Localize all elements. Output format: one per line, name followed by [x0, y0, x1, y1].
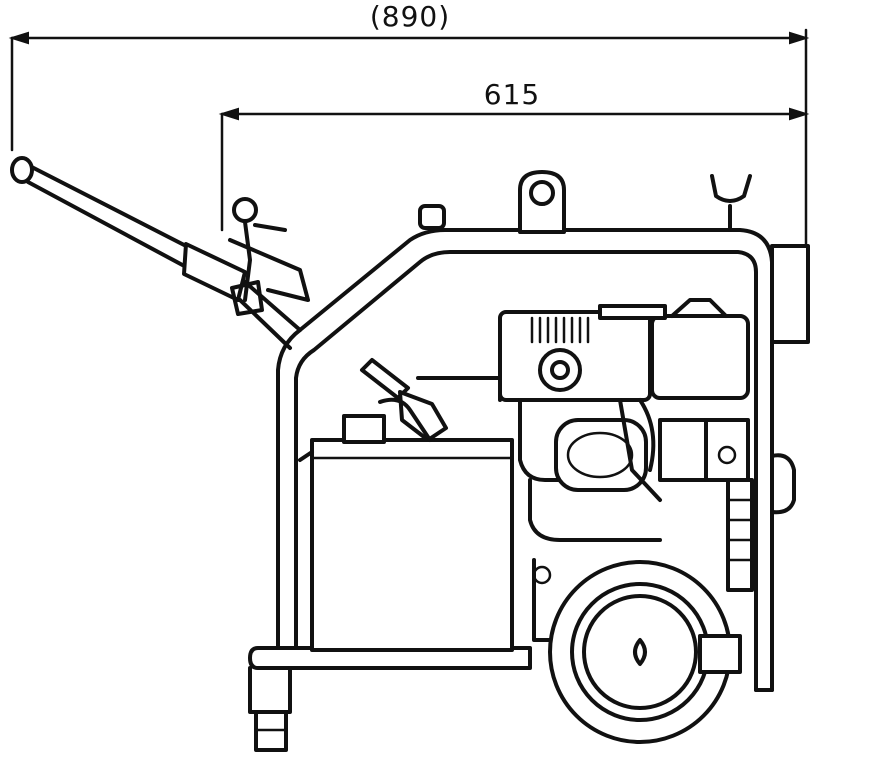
- frame-cap: [418, 204, 446, 230]
- overall-length-label: (890): [370, 0, 450, 33]
- side-grip: [770, 453, 796, 515]
- rear-panel: [770, 244, 810, 344]
- engine-fins: [530, 316, 590, 344]
- oil-tank: [298, 414, 514, 652]
- frame-length-dimension: 615: [218, 78, 810, 232]
- lifting-eye: [518, 170, 566, 234]
- hanger-hook: [710, 174, 752, 232]
- handle-lance: [10, 156, 310, 350]
- tube-frame: [248, 228, 774, 752]
- wheel: [548, 560, 742, 744]
- overall-length-dimension: (890): [8, 0, 810, 342]
- frame-length-label: 615: [484, 78, 540, 111]
- engine: [498, 298, 754, 642]
